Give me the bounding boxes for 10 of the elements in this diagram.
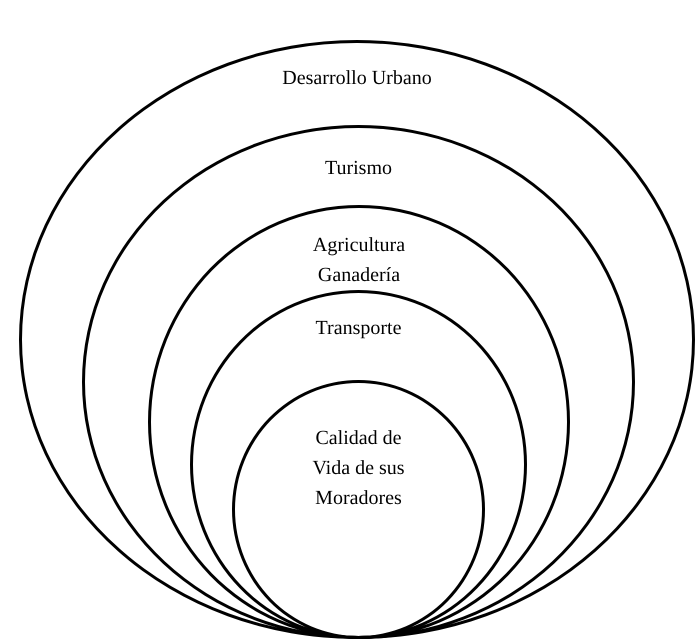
circle-label: Calidad de Vida de sus Moradores: [311, 426, 406, 511]
nested-circle: [148, 205, 570, 639]
nested-circle: [232, 380, 485, 639]
nested-circle: [190, 290, 527, 639]
nested-circle: [82, 125, 635, 639]
circle-label: Turismo: [324, 156, 394, 181]
circle-label: Agricultura Ganadería: [312, 233, 406, 288]
circle-label: Desarrollo Urbano: [281, 66, 433, 91]
nested-circle: [19, 40, 695, 639]
circle-label: Transporte: [314, 316, 402, 341]
